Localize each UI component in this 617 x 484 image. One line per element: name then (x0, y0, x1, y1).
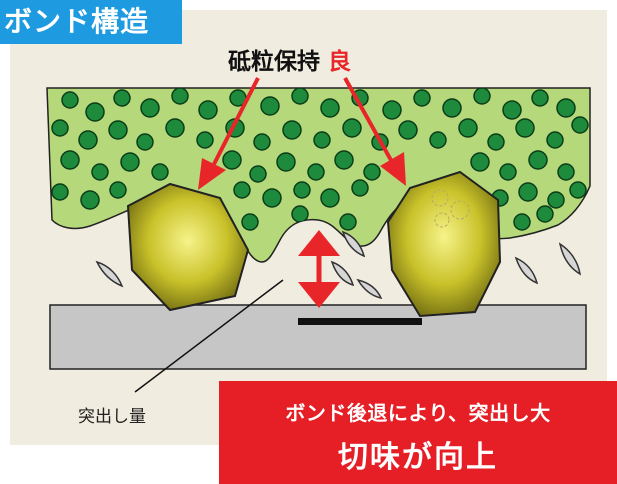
result-banner: ボンド後退により、突出し大 切味が向上 (219, 381, 617, 484)
retention-arrows (198, 77, 406, 190)
banner-line2: 切味が向上 (338, 440, 498, 475)
workpiece (49, 304, 587, 370)
protrusion-label: 突出し量 (78, 407, 146, 427)
abrasive-grain-left (126, 182, 250, 312)
protrusion-arrow (298, 230, 340, 308)
cut-depth-bar (298, 318, 422, 325)
protrusion-leader-line (134, 279, 284, 393)
abrasive-grain-right (386, 170, 502, 318)
bond-particles (51, 88, 589, 231)
grain-pores (431, 189, 470, 228)
grain-retention-text: 砥粒保持 (228, 49, 320, 75)
title-badge: ボンド構造 (0, 0, 182, 44)
grain-retention-good: 良 (328, 49, 351, 75)
banner-line1: ボンド後退により、突出し大 (285, 401, 551, 425)
grain-retention-label: 砥粒保持良 (228, 42, 351, 76)
